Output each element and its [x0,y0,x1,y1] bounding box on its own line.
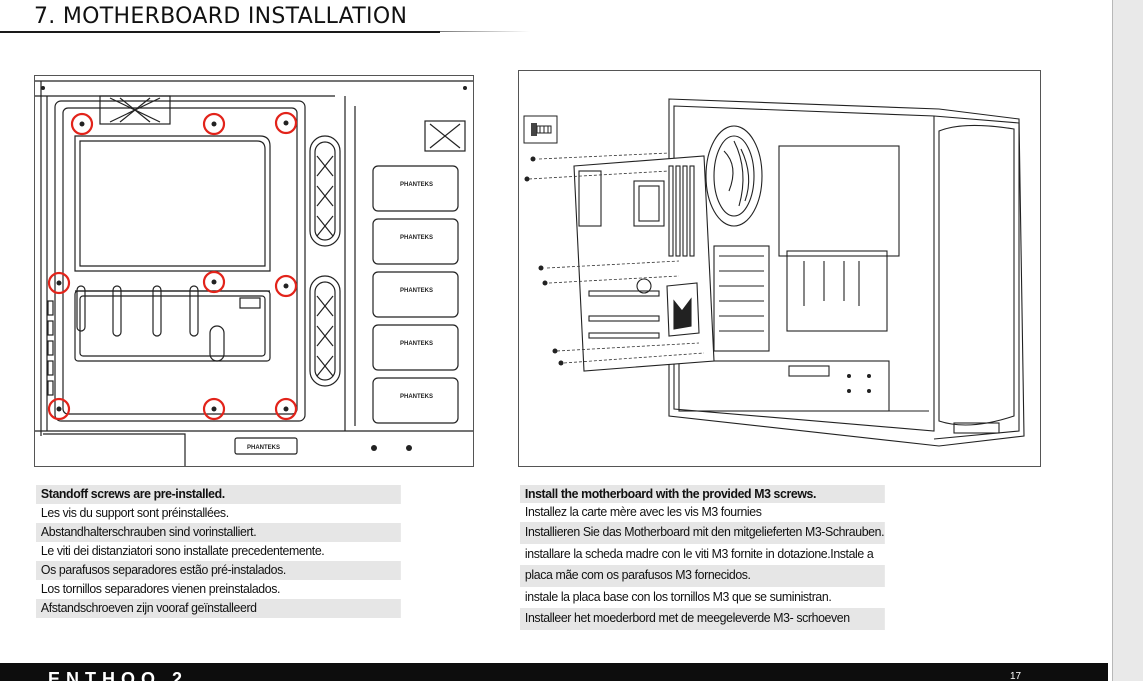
standoff-marker [202,112,226,136]
drive-tray-badge: PHANTEKS [400,182,433,188]
standoff-diagram-drawing: PHANTEKS PHANTEKS PHANTEKS PHANTEKS PHAN… [35,80,473,466]
instruction-line-es: instale la placa base con los tornillos … [524,589,832,604]
standoff-marker [47,271,71,295]
drive-tray-badge: PHANTEKS [400,288,433,294]
page-edge-line [1112,0,1113,681]
motherboard-install-diagram [518,70,1041,467]
standoff-marker [274,397,298,421]
instruction-line-fr: Installez la carte mère avec les vis M3 … [524,505,762,519]
instruction-line-de: Installieren Sie das Motherboard mit den… [520,522,885,544]
standoff-marker [202,397,226,421]
standoff-marker [274,274,298,298]
instruction-line-nl: Afstandschroeven zijn vooraf geïnstallee… [36,599,401,618]
instruction-line-it: installare la scheda madre con le viti M… [524,546,874,561]
standoff-marker [47,397,71,421]
standoff-diagram: PHANTEKS PHANTEKS PHANTEKS PHANTEKS PHAN… [34,75,474,467]
standoff-marker [274,111,298,135]
title-underline-fade [440,31,530,32]
case-badge: PHANTEKS [247,445,280,451]
standoff-instructions: Standoff screws are pre-installed. Les v… [36,485,406,618]
motherboard-install-drawing [523,98,1025,447]
instruction-line-en: Install the motherboard with the provide… [520,485,885,503]
drive-tray-badge: PHANTEKS [400,394,433,400]
page-number: 17 [1010,672,1022,681]
instruction-line-de: Abstandhalterschrauben sind vorinstallie… [36,523,401,542]
instruction-line-it: Le viti dei distanziatori sono installat… [40,544,325,558]
instruction-line-pt: Os parafusos separadores estão pré-insta… [36,561,401,580]
viewer-margin [1113,0,1143,681]
drive-tray-badge: PHANTEKS [400,341,433,347]
instruction-line-nl: Installeer het moederbord met de meegele… [520,608,885,630]
footer-brand: ENTHOO 2 [48,672,188,681]
standoff-marker [202,270,226,294]
instruction-line-pt: placa mãe com os parafusos M3 fornecidos… [520,565,885,587]
instruction-line-es: Los tornillos separadores vienen preinst… [40,582,281,596]
standoff-marker [70,112,94,136]
title-underline [0,31,440,33]
screw-icon [523,115,558,144]
section-title: 7. MOTHERBOARD INSTALLATION [34,4,408,29]
instruction-line-en: Standoff screws are pre-installed. [36,485,401,504]
drive-tray-badge: PHANTEKS [400,235,433,241]
page-footer: ENTHOO 2 17 [0,663,1108,681]
instruction-line-fr: Les vis du support sont préinstallées. [40,506,229,520]
motherboard-instructions: Install the motherboard with the provide… [520,485,890,630]
standoff-markers [47,111,298,421]
